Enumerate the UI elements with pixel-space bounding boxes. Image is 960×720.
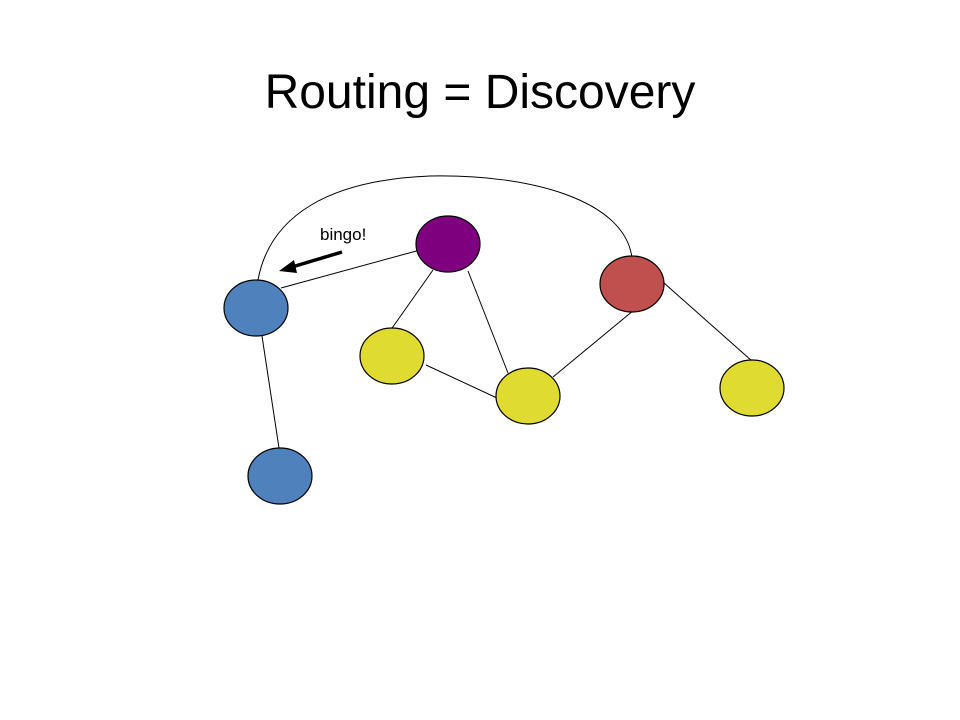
callout-label: bingo! — [320, 225, 366, 244]
callout-arrowhead — [279, 260, 297, 273]
slide-title: Routing = Discovery — [264, 66, 696, 119]
node-yellow-center — [495, 367, 561, 425]
node-blue-top — [223, 279, 289, 337]
edge-arc-blue-top-red — [257, 175, 633, 281]
node-blue-bottom — [247, 447, 313, 505]
edge-red-yellow-right — [663, 282, 753, 362]
node-yellow-right — [719, 359, 785, 417]
node-yellow-left — [359, 327, 425, 385]
node-red — [599, 255, 665, 313]
edge-blue-top-purple — [280, 249, 421, 289]
nodes — [223, 215, 785, 505]
edge-blue-top-blue-bottom — [261, 335, 280, 449]
callout-arrow — [291, 250, 343, 269]
edge-yellow-left-yellow-center — [425, 364, 498, 399]
edges — [257, 175, 753, 449]
edge-purple-yellow-left — [389, 269, 434, 332]
edge-purple-yellow-center — [467, 270, 509, 374]
callout: bingo! — [279, 225, 366, 273]
node-purple — [415, 215, 481, 273]
edge-yellow-center-red — [552, 309, 635, 378]
